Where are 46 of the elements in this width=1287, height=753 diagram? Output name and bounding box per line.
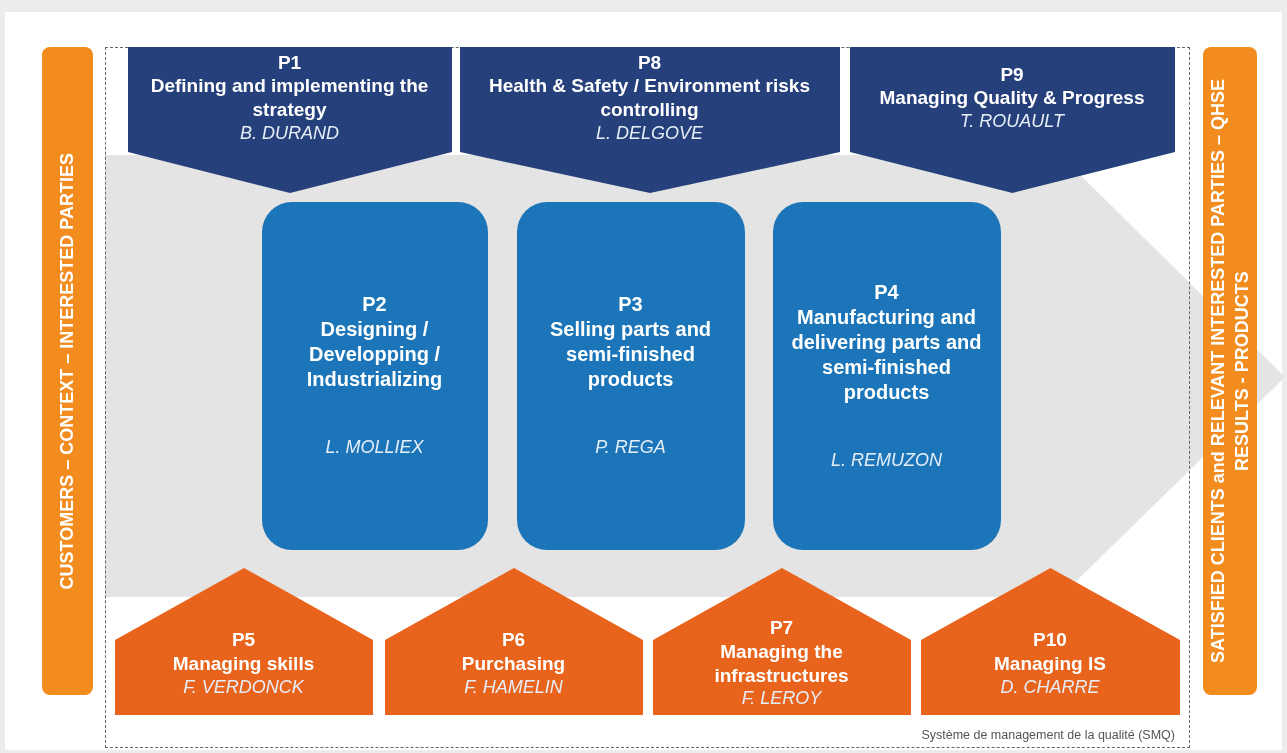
owner-name: F. VERDONCK bbox=[183, 675, 304, 698]
support-pentagon bbox=[127, 46, 452, 193]
support-pentagon bbox=[849, 46, 1175, 193]
process-code: P4 bbox=[874, 279, 899, 305]
owner-name: F. HAMELIN bbox=[464, 675, 563, 698]
owner-name: T. ROUAULT bbox=[960, 110, 1064, 133]
process-code: P7 bbox=[769, 616, 794, 640]
owner-name: P. REGA bbox=[595, 436, 666, 459]
process-title: Managing the infrastructures bbox=[713, 639, 850, 688]
resource-house bbox=[920, 567, 1180, 715]
scope-frame bbox=[105, 47, 1190, 748]
owner-name: D. CHARRE bbox=[1000, 675, 1100, 698]
resource-house bbox=[384, 567, 643, 715]
process-code: P10 bbox=[1033, 628, 1067, 652]
system-label: Système de management de la qualité (SMQ) bbox=[921, 728, 1176, 745]
process-code: P3 bbox=[618, 292, 643, 318]
process-code: P8 bbox=[637, 50, 662, 75]
process-card bbox=[772, 201, 1001, 550]
process-title: Health & Safety / Environment risks controlling bbox=[488, 74, 811, 122]
process-code: P1 bbox=[277, 50, 302, 75]
process-card bbox=[516, 201, 745, 550]
banner-text: SATISFIED CLIENTS and RELEVANT INTERESTED PARTIES – QHSE RESULTS - PRODUCTS bbox=[1206, 77, 1253, 666]
owner-name: L. MOLLIEX bbox=[325, 436, 424, 459]
process-code: P6 bbox=[501, 628, 526, 652]
process-title: Designing / Developping / Industrializing bbox=[305, 317, 444, 393]
process-title: Manufacturing and delivering parts and semi-finished products bbox=[790, 304, 983, 405]
owner-name: B. DURAND bbox=[240, 121, 339, 145]
owner-name: L. REMUZON bbox=[831, 448, 942, 472]
process-code: P9 bbox=[1000, 62, 1024, 87]
owner-name: F. LEROY bbox=[741, 687, 822, 710]
process-title: Defining and implementing the strategy bbox=[149, 74, 430, 122]
side-banner bbox=[1203, 47, 1257, 695]
process-title: Selling parts and semi-finished products bbox=[548, 317, 713, 393]
resource-house bbox=[652, 567, 911, 715]
process-title: Managing Quality & Progress bbox=[879, 86, 1145, 110]
process-title: Purchasing bbox=[461, 651, 566, 676]
process-code: P5 bbox=[231, 628, 256, 652]
resource-house bbox=[114, 567, 373, 715]
owner-name: L. DELGOVE bbox=[595, 121, 703, 145]
process-title: Managing IS bbox=[994, 651, 1106, 676]
support-pentagon bbox=[459, 46, 840, 193]
process-title: Managing skills bbox=[172, 651, 315, 676]
banner-text: CUSTOMERS – CONTEXT – INTERESTED PARTIES bbox=[56, 152, 79, 590]
process-card bbox=[261, 201, 488, 550]
side-banner bbox=[42, 47, 93, 695]
process-code: P2 bbox=[362, 292, 387, 318]
